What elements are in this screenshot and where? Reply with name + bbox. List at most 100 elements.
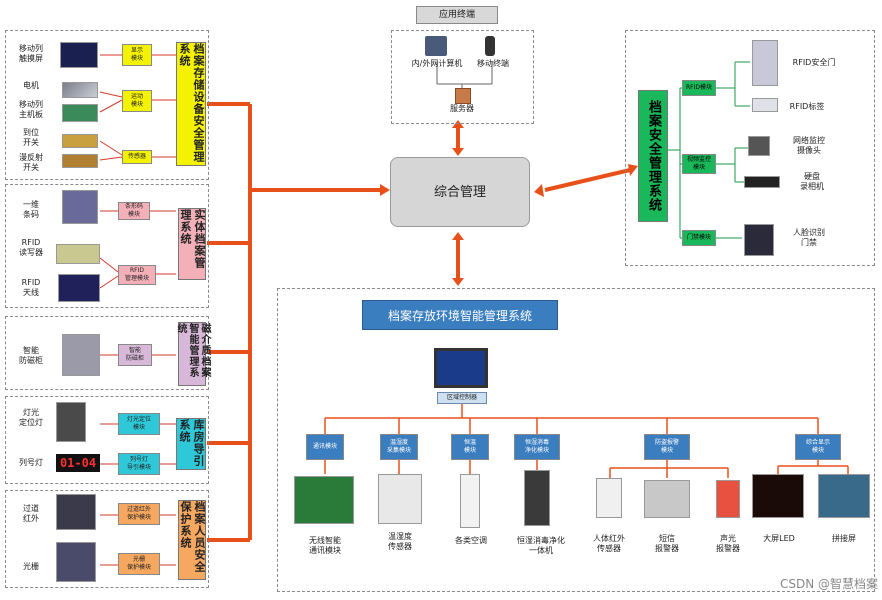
motion-module: 运动 模块 <box>122 90 152 112</box>
terminal-title: 应用终端 <box>416 6 498 24</box>
constant-temp-module: 恒温 模块 <box>451 434 489 460</box>
device-label: RFID 天线 <box>21 278 41 297</box>
device-label: 智能 防磁柜 <box>19 346 43 365</box>
area-controller: 区域控制器 <box>437 392 487 404</box>
device-label: RFID安全门 <box>792 58 836 67</box>
rfid-gate-photo <box>752 40 778 86</box>
reflective-switch-photo <box>62 154 98 168</box>
physical-archive-group <box>5 184 209 308</box>
server-label: 服务器 <box>450 104 474 113</box>
device-label: 硬盘 录相机 <box>800 172 824 191</box>
row-number-display: 01-04 <box>56 454 100 472</box>
location-light-photo <box>56 402 86 442</box>
device-label: 电机 <box>23 81 39 90</box>
device-label: 人体红外 传感器 <box>593 534 625 553</box>
light-curtain-photo <box>56 542 96 582</box>
device-label: 声光 报警器 <box>716 534 740 553</box>
light-curtain-module: 光栅 保护模块 <box>118 553 160 575</box>
watermark: CSDN @智慧档案 <box>779 577 878 591</box>
server-icon <box>455 88 471 104</box>
mobile-icon <box>485 36 495 56</box>
integrated-management-box: 综合管理 <box>390 157 530 227</box>
motor-photo <box>62 82 98 98</box>
access-control-module: 门禁模块 <box>682 230 716 246</box>
personnel-protection-group <box>5 490 209 588</box>
device-label: 各类空调 <box>455 536 487 545</box>
purifier-photo <box>524 470 550 526</box>
device-label: 光栅 <box>23 562 39 571</box>
wireless-module-photo <box>294 476 354 524</box>
device-label: 恒湿消毒净化 一体机 <box>517 536 565 555</box>
rfid-management-module: RFID 管理模块 <box>118 265 156 285</box>
device-label: 灯光 定位灯 <box>19 408 43 427</box>
pir-sensor-photo <box>596 478 622 518</box>
device-label: 大屏LED <box>763 534 795 543</box>
display-module-env: 综合显示 模块 <box>795 434 841 460</box>
physical-archive-title: 实体档案管理系统 <box>178 208 206 280</box>
rfid-tag-photo <box>752 98 778 112</box>
rfid-module: RFID模块 <box>682 80 716 96</box>
barcode-scanner-photo <box>62 190 98 224</box>
camera-photo <box>748 136 770 156</box>
aisle-infrared-module: 过道红外 保护模块 <box>118 503 160 525</box>
device-label: 拼接屏 <box>832 534 856 543</box>
device-label: 列号灯 <box>19 458 43 467</box>
position-switch-photo <box>62 134 98 148</box>
storage-equipment-group <box>5 30 209 180</box>
warehouse-guide-group <box>5 396 209 484</box>
device-label: 温湿度 传感器 <box>388 532 412 551</box>
device-label: 无线智能 通讯模块 <box>309 536 341 555</box>
device-label: 人脸识别 门禁 <box>793 228 825 247</box>
th-sensor-photo <box>378 474 422 524</box>
environment-group <box>277 288 875 592</box>
controller-screen <box>434 348 488 388</box>
archive-security-title: 档案安全管理系统 <box>638 90 668 222</box>
device-label: 漫反射 开关 <box>19 153 43 172</box>
antimagnetic-cabinet-photo <box>62 334 100 376</box>
device-label: 网络监控 摄像头 <box>793 136 825 155</box>
light-positioning-module: 灯光定位 模块 <box>118 413 160 435</box>
siren-photo <box>716 480 740 518</box>
device-label: 过道 红外 <box>23 504 39 523</box>
row-light-guide-module: 列号灯 导引模块 <box>118 453 160 475</box>
mainboard-photo <box>62 104 98 122</box>
storage-equipment-title: 档案存储设备安全管理系统 <box>176 42 206 166</box>
dvr-photo <box>744 176 780 188</box>
mobile-label: 移动终端 <box>477 59 509 68</box>
video-surveillance-module: 视频监控 模块 <box>682 154 716 174</box>
device-label: 移动列 触摸屏 <box>19 44 43 63</box>
pc-icon <box>425 36 447 56</box>
sms-alarm-photo <box>644 480 690 518</box>
led-screen-photo <box>752 474 804 518</box>
barcode-module: 条形码 模块 <box>118 202 150 220</box>
air-conditioner-photo <box>460 474 480 528</box>
temp-humidity-module: 温湿度 采集模块 <box>380 434 418 460</box>
display-module: 显示 模块 <box>122 44 152 66</box>
personnel-protection-title: 档案人员安全保护系统 <box>178 500 206 580</box>
aisle-infrared-photo <box>56 494 96 530</box>
archive-security-group <box>625 30 875 266</box>
anti-theft-module: 防盗报警 模块 <box>644 434 690 460</box>
warehouse-guide-title: 库房导引系统 <box>176 418 206 470</box>
rfid-reader-photo <box>56 244 100 264</box>
device-label: 移动列 主机板 <box>19 100 43 119</box>
environment-title: 档案存放环境智能管理系统 <box>362 300 558 330</box>
magnetic-media-title: 磁介质档案智能管理系统 <box>175 322 210 386</box>
device-label: 到位 开关 <box>23 128 39 147</box>
terminal-group <box>391 30 534 124</box>
face-recognition-photo <box>744 224 774 256</box>
rfid-antenna-photo <box>58 274 100 302</box>
comm-module: 通讯模块 <box>306 434 344 460</box>
device-label: RFID标签 <box>789 102 825 111</box>
device-label: 一维 条码 <box>23 200 39 219</box>
tiled-screen-photo <box>818 474 870 518</box>
magnetic-media-group <box>5 316 209 390</box>
device-label: RFID 读写器 <box>19 238 43 257</box>
pc-label: 内/外网计算机 <box>411 59 463 68</box>
humidity-disinfection-module: 恒湿消毒 净化模块 <box>514 434 560 460</box>
sensor-module: 传感器 <box>122 150 152 164</box>
touchscreen-photo <box>60 42 98 68</box>
device-label: 短信 报警器 <box>655 534 679 553</box>
antimagnetic-cabinet-module: 智能 防磁柜 <box>118 344 152 366</box>
